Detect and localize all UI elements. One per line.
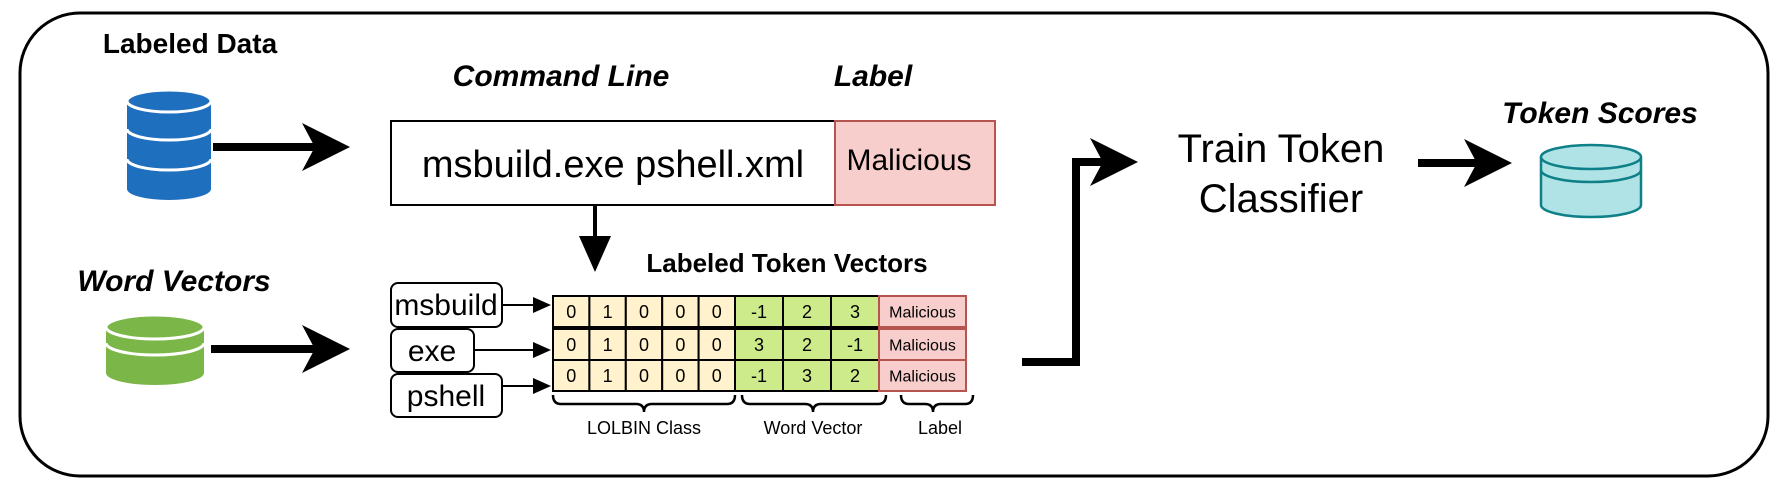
word-vector-value: -1: [847, 335, 863, 355]
lolbin-cell: [588, 328, 627, 361]
command-label-box: [834, 120, 996, 206]
group-label-label: Label: [918, 418, 962, 438]
token-label-exe: exe: [408, 335, 456, 368]
brace-label: [899, 394, 975, 413]
lolbin-cell: [697, 359, 736, 392]
train-classifier-line1: Train Token: [1178, 127, 1385, 171]
token-scores-database-icon: [1539, 143, 1643, 219]
command-label-text: Malicious: [846, 144, 971, 177]
lolbin-value: 0: [675, 366, 685, 386]
word-vector-value: 2: [850, 366, 860, 386]
lolbin-value: 0: [712, 335, 722, 355]
lolbin-value: 0: [566, 302, 576, 322]
labeled-token-vectors-title: Labeled Token Vectors: [646, 248, 927, 278]
word-vectors-title: Word Vectors: [77, 265, 270, 298]
word-vector-value: 3: [802, 366, 812, 386]
to-train-arrow: [1022, 138, 1138, 366]
token-label-cell: [878, 359, 967, 392]
lolbin-value: 0: [639, 366, 649, 386]
lolbin-value: 1: [603, 302, 613, 322]
word-vector-value: 2: [802, 302, 812, 322]
labeled-data-title: Labeled Data: [103, 28, 278, 59]
word-vector-value: 3: [850, 302, 860, 322]
token-label-value: Malicious: [889, 368, 956, 385]
brace-word-vector: [740, 394, 888, 413]
word-vector-cell: [830, 328, 880, 361]
lolbin-cell: [588, 295, 627, 328]
word-vector-value: -1: [751, 302, 767, 322]
word-vector-value: 2: [802, 335, 812, 355]
lolbin-value: 0: [712, 366, 722, 386]
word-vector-cell: [782, 359, 832, 392]
word-vector-cell: [782, 328, 832, 361]
lolbin-value: 0: [712, 302, 722, 322]
token-label-value: Malicious: [889, 337, 956, 354]
token-label-pshell: pshell: [407, 380, 485, 413]
group-label-lolbin: LOLBIN Class: [587, 418, 701, 438]
token-box-pshell: [390, 373, 503, 418]
group-label-word-vector: Word Vector: [764, 418, 863, 438]
lolbin-value: 1: [603, 335, 613, 355]
lolbin-value: 0: [639, 302, 649, 322]
token-label-cell: [878, 295, 967, 328]
token-scores-title: Token Scores: [1502, 97, 1698, 130]
token-label-msbuild: msbuild: [394, 289, 497, 322]
word-vector-value: -1: [751, 366, 767, 386]
lolbin-value: 0: [675, 335, 685, 355]
labeled-data-database-icon: [125, 88, 213, 200]
lolbin-value: 0: [566, 366, 576, 386]
lolbin-value: 0: [639, 335, 649, 355]
lolbin-cell: [624, 359, 664, 392]
train-classifier-line2: Classifier: [1199, 177, 1363, 221]
word-vector-cell: [734, 295, 784, 328]
command-line-box: [390, 120, 836, 206]
lolbin-value: 1: [603, 366, 613, 386]
word-vector-value: 3: [754, 335, 764, 355]
lolbin-value: 0: [566, 335, 576, 355]
command-line-text: msbuild.exe pshell.xml: [422, 144, 804, 186]
token-label-value: Malicious: [889, 304, 956, 321]
label-header: Label: [834, 60, 913, 93]
word-vector-cell: [734, 359, 784, 392]
word-vectors-database-icon: [104, 313, 206, 385]
brace-lolbin: [551, 394, 737, 413]
command-line-header: Command Line: [453, 60, 670, 93]
lolbin-value: 0: [675, 302, 685, 322]
